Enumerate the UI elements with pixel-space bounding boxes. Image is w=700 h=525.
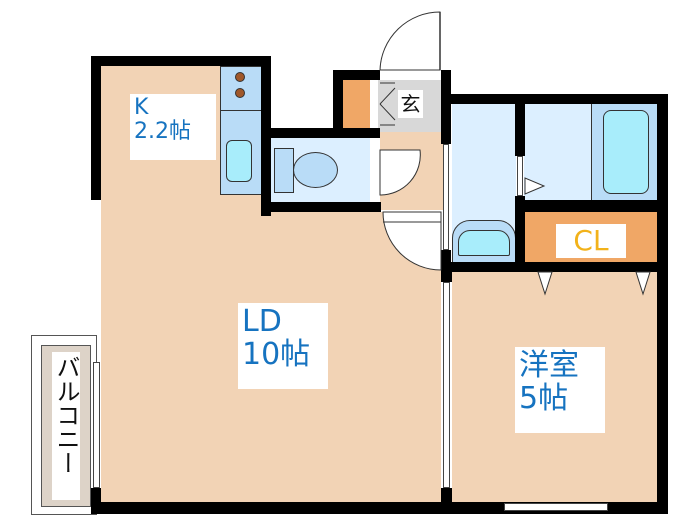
entrance-closet-door bbox=[379, 82, 396, 126]
front-door-swing bbox=[379, 11, 441, 71]
wall-east bbox=[657, 94, 668, 514]
wall-bath-divider-lower bbox=[515, 196, 525, 272]
toilet-bowl-icon bbox=[293, 152, 338, 188]
ld-door-swing bbox=[382, 211, 442, 271]
closet-label: CL bbox=[556, 224, 626, 258]
bathtub-basin-icon bbox=[603, 110, 649, 194]
entrance-label: 玄 bbox=[398, 90, 423, 118]
balcony-label-text: バルコニー bbox=[52, 355, 80, 475]
wall-washroom-west bbox=[441, 104, 451, 144]
wall-bath-divider bbox=[515, 104, 525, 156]
western-room-label: 洋室 5帖 bbox=[515, 347, 605, 433]
wall-toilet-south bbox=[261, 202, 381, 212]
wall-north-left bbox=[91, 56, 271, 66]
wall-bath-south bbox=[515, 200, 667, 212]
wall-entrance-north bbox=[333, 70, 380, 80]
western-room-size: 5帖 bbox=[519, 381, 569, 416]
ld-size: 10帖 bbox=[242, 337, 311, 372]
bath-door[interactable] bbox=[517, 156, 523, 196]
wall-ld-divider bbox=[441, 262, 452, 282]
balcony-label bbox=[52, 352, 80, 500]
ld-sliding-door[interactable] bbox=[443, 282, 450, 488]
ld-name: LD bbox=[242, 304, 282, 339]
sink-icon bbox=[226, 140, 252, 182]
burner-icon bbox=[235, 88, 245, 98]
wall-washroom-west-lower bbox=[441, 250, 451, 270]
closet-door-triangle bbox=[635, 271, 651, 296]
wall-toilet-north bbox=[261, 128, 380, 138]
bath-door-triangle bbox=[524, 177, 546, 195]
kitchen-label: K 2.2帖 bbox=[130, 94, 216, 160]
entrance-storage bbox=[343, 80, 370, 130]
kitchen-name: K bbox=[134, 95, 149, 120]
wall-entrance-west bbox=[333, 70, 343, 130]
closet-door-triangle bbox=[537, 271, 553, 296]
wall-entrance-east bbox=[441, 70, 451, 105]
wall-ld-divider-lower bbox=[441, 488, 452, 508]
wall-west bbox=[91, 56, 101, 200]
ld-label: LD 10帖 bbox=[238, 303, 328, 389]
kitchen-size: 2.2帖 bbox=[134, 119, 191, 145]
western-room-window[interactable] bbox=[504, 503, 608, 511]
washbasin-bowl-icon bbox=[458, 230, 510, 256]
balcony-window[interactable] bbox=[93, 362, 100, 488]
wall-west-lower bbox=[91, 488, 101, 512]
wall-washroom-south bbox=[441, 262, 667, 272]
washroom-sliding-door[interactable] bbox=[443, 144, 449, 250]
western-room-name: 洋室 bbox=[519, 348, 579, 383]
wall-north-right bbox=[441, 94, 668, 104]
toilet-door-swing bbox=[379, 149, 421, 196]
burner-icon bbox=[235, 72, 245, 82]
